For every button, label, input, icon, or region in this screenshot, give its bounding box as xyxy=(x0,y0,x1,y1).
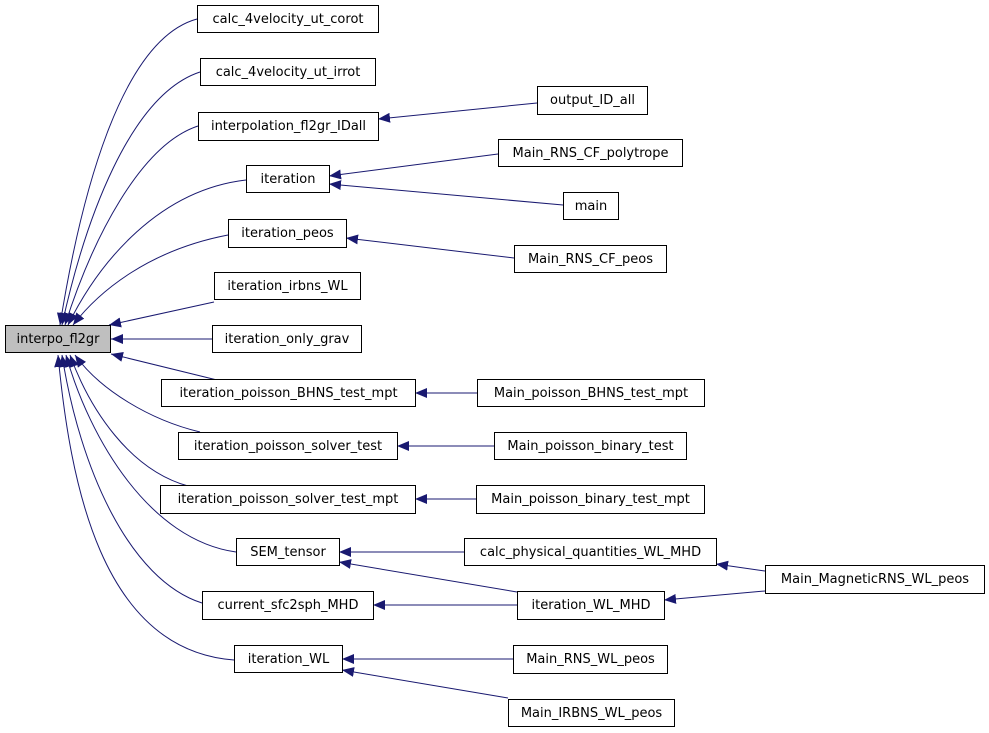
edge-sem-tensor xyxy=(64,354,237,553)
node-iteration[interactable]: iteration xyxy=(246,165,330,193)
edge-iter-wl-mhd-to-sem xyxy=(338,559,518,593)
edge-iteration-peos xyxy=(72,234,229,326)
edge-main-to-iteration xyxy=(328,180,564,206)
edge-iteration xyxy=(67,179,247,326)
edge-iteration-wl xyxy=(54,354,235,661)
edge-iter-bhns xyxy=(110,352,218,381)
node-main[interactable]: main xyxy=(563,192,619,220)
node-calc-physical-quantities-wl-mhd[interactable]: calc_physical_quantities_WL_MHD xyxy=(464,538,717,566)
edge-main-irbns-wl-peos xyxy=(341,667,509,699)
node-main-rns-wl-peos[interactable]: Main_RNS_WL_peos xyxy=(513,645,668,674)
edge-output-id-all xyxy=(377,102,538,123)
node-iteration-poisson-bhns-test-mpt[interactable]: iteration_poisson_BHNS_test_mpt xyxy=(161,379,416,407)
edges xyxy=(54,18,766,699)
node-current-sfc2sph-mhd[interactable]: current_sfc2sph_MHD xyxy=(202,591,374,620)
edge-main-rns-cf-peos xyxy=(345,234,515,259)
node-main-poisson-bhns-test-mpt[interactable]: Main_poisson_BHNS_test_mpt xyxy=(477,379,705,407)
edge-current-sfc2sph xyxy=(58,354,203,604)
node-calc-4velocity-ut-corot[interactable]: calc_4velocity_ut_corot xyxy=(197,5,379,33)
edge-magnetic-to-calc-phys xyxy=(715,560,766,572)
edge-iter-solver-test-mpt xyxy=(69,354,189,487)
node-output-id-all[interactable]: output_ID_all xyxy=(537,86,648,115)
node-main-rns-cf-peos[interactable]: Main_RNS_CF_peos xyxy=(514,245,667,273)
edge-iter-solver-test xyxy=(74,354,201,433)
node-interpo-fl2gr[interactable]: interpo_fl2gr xyxy=(5,325,111,353)
node-calc-4velocity-ut-irrot[interactable]: calc_4velocity_ut_irrot xyxy=(200,58,376,86)
node-main-magneticrns-wl-peos[interactable]: Main_MagneticRNS_WL_peos xyxy=(765,565,985,594)
edge-interp-idall xyxy=(63,125,199,326)
node-iteration-poisson-solver-test[interactable]: iteration_poisson_solver_test xyxy=(178,432,398,460)
node-iteration-wl[interactable]: iteration_WL xyxy=(234,645,343,673)
edge-calc-irrot xyxy=(59,71,201,326)
node-iteration-peos[interactable]: iteration_peos xyxy=(228,219,347,248)
edge-calc-corot xyxy=(56,18,198,326)
node-interpolation-fl2gr-idall[interactable]: interpolation_fl2gr_IDall xyxy=(198,112,379,141)
node-main-poisson-binary-test-mpt[interactable]: Main_poisson_binary_test_mpt xyxy=(476,485,705,514)
node-main-poisson-binary-test[interactable]: Main_poisson_binary_test xyxy=(494,432,687,460)
edge-main-rns-cf-polytrope xyxy=(328,153,499,180)
edge-magnetic-to-iter-wl-mhd xyxy=(663,590,766,604)
node-iteration-wl-mhd[interactable]: iteration_WL_MHD xyxy=(517,591,665,620)
node-sem-tensor[interactable]: SEM_tensor xyxy=(236,538,340,566)
node-main-rns-cf-polytrope[interactable]: Main_RNS_CF_polytrope xyxy=(498,139,683,167)
node-main-irbns-wl-peos[interactable]: Main_IRBNS_WL_peos xyxy=(508,699,675,727)
node-iteration-only-grav[interactable]: iteration_only_grav xyxy=(212,325,362,353)
node-iteration-poisson-solver-test-mpt[interactable]: iteration_poisson_solver_test_mpt xyxy=(160,485,416,514)
node-iteration-irbns-wl[interactable]: iteration_irbns_WL xyxy=(214,272,361,300)
edge-iteration-irbns xyxy=(108,301,215,328)
